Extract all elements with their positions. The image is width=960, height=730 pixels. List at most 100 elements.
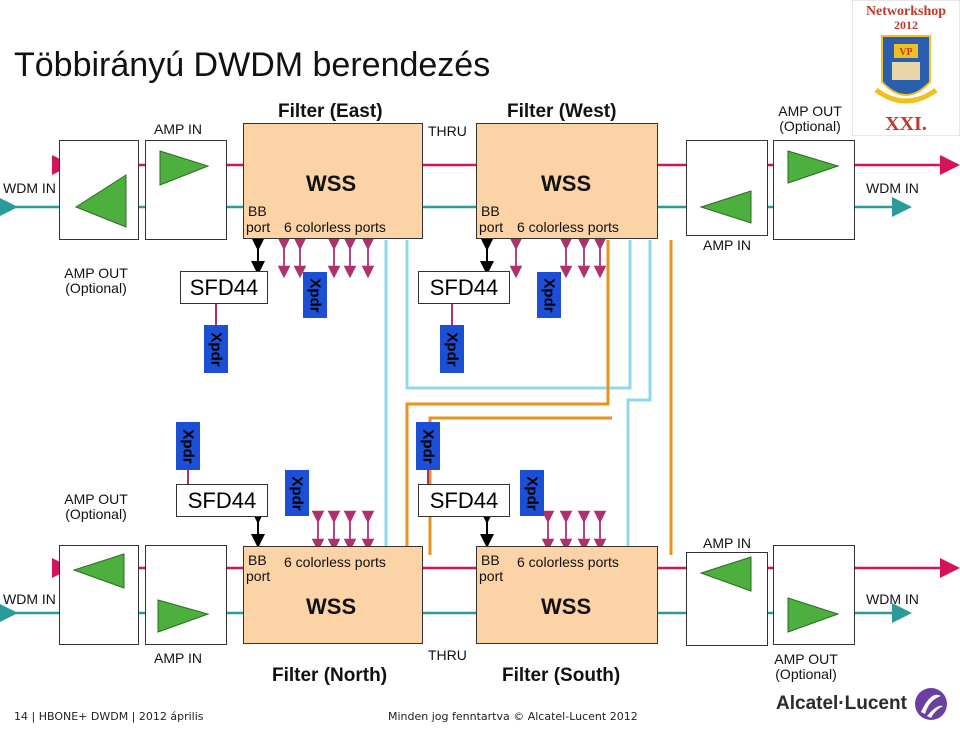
- xpdr-label: Xpdr: [443, 331, 461, 367]
- thru-path-orange-1: [405, 240, 610, 555]
- thru-label: THRU: [428, 123, 467, 139]
- xpdr-transponder: Xpdr: [416, 422, 440, 470]
- xpdr-links: [187, 303, 453, 485]
- filter-north-label: Filter (North): [272, 665, 388, 686]
- amplifier-box: [686, 552, 768, 646]
- bb-label: BB: [248, 203, 267, 219]
- xpdr-transponder: Xpdr: [520, 470, 544, 516]
- alcatel-lucent-logo: Alcatel·Lucent: [776, 686, 949, 722]
- amplifier-icon: [787, 150, 840, 184]
- footer-copyright: Minden jog fenntartva © Alcatel-Lucent 2…: [388, 710, 638, 723]
- amplifier-box: [773, 545, 855, 645]
- amplifier-icon: [699, 190, 752, 224]
- optional-text: (Optional): [775, 665, 837, 682]
- amp-out-text: AMP OUT: [64, 491, 128, 507]
- amplifier-box: [773, 140, 855, 240]
- port-arrows-bottom-north: [311, 510, 375, 552]
- filter-south-label: Filter (South): [502, 665, 621, 686]
- svg-text:XXI.: XXI.: [885, 113, 927, 135]
- port-arrows-top-west: [509, 237, 607, 279]
- page-title: Többirányú DWDM berendezés: [14, 46, 491, 84]
- wss-label: WSS: [306, 171, 357, 196]
- xpdr-label: Xpdr: [288, 475, 306, 511]
- bb-label: BB: [481, 552, 500, 568]
- xpdr-label: Xpdr: [306, 277, 324, 313]
- sfd44-label: SFD44: [187, 487, 257, 513]
- xpdr-transponder: Xpdr: [285, 470, 309, 516]
- amp-out-text: AMP OUT: [778, 103, 842, 119]
- xpdr-label: Xpdr: [540, 277, 558, 313]
- optional-text: (Optional): [779, 117, 841, 134]
- amp-out-text: AMP OUT: [64, 265, 128, 281]
- wss-north: BB port 6 colorless ports WSS: [243, 546, 423, 644]
- sfd44-label: SFD44: [429, 274, 499, 300]
- optional-text: (Optional): [65, 279, 127, 296]
- wss-label: WSS: [541, 171, 592, 196]
- amplifier-icon: [72, 553, 125, 589]
- wss-label: WSS: [306, 594, 357, 619]
- networkshop-logo: Networkshop 2012 VP XXI.: [852, 0, 960, 136]
- amplifier-box: [145, 545, 227, 645]
- xpdr-label: Xpdr: [179, 428, 197, 464]
- amp-out-label: AMP OUT (Optional): [770, 104, 850, 133]
- colorless-ports-label: 6 colorless ports: [284, 554, 386, 570]
- port-label: port: [246, 568, 271, 584]
- sfd44-label: SFD44: [429, 487, 499, 513]
- port-label: port: [479, 219, 504, 235]
- port-label: port: [479, 568, 504, 584]
- amp-out-text: AMP OUT: [774, 651, 838, 667]
- amp-out-label: AMP OUT (Optional): [766, 652, 846, 681]
- amplifier-icon: [157, 599, 210, 633]
- wss-label: WSS: [541, 594, 592, 619]
- amp-in-label: AMP IN: [703, 237, 751, 253]
- amp-out-label: AMP OUT (Optional): [56, 492, 136, 521]
- xpdr-label: Xpdr: [207, 331, 225, 367]
- svg-text:Networkshop: Networkshop: [866, 4, 946, 19]
- svg-text:VP: VP: [899, 47, 912, 58]
- alcatel-lucent-swirl-icon: [914, 688, 947, 720]
- optional-text: (Optional): [65, 505, 127, 522]
- amplifier-icon: [159, 150, 210, 186]
- xpdr-transponder: Xpdr: [440, 325, 464, 373]
- amp-in-label: AMP IN: [154, 650, 202, 666]
- wdm-in-label: WDM IN: [866, 591, 919, 607]
- wdm-in-label: WDM IN: [3, 180, 56, 196]
- brand-name: Alcatel·Lucent: [776, 693, 907, 714]
- sfd44-south: SFD44: [418, 484, 510, 517]
- filter-west-label: Filter (West): [507, 101, 617, 122]
- sfd44-east: SFD44: [180, 271, 268, 304]
- bb-label: BB: [481, 203, 500, 219]
- port-label: port: [246, 219, 271, 235]
- xpdr-transponder: Xpdr: [303, 272, 327, 318]
- amplifier-icon: [699, 556, 752, 592]
- amplifier-box: [59, 140, 139, 240]
- xpdr-transponder: Xpdr: [537, 272, 561, 318]
- filter-east-label: Filter (East): [278, 101, 383, 122]
- xpdr-label: Xpdr: [419, 428, 437, 464]
- xpdr-transponder: Xpdr: [204, 325, 228, 373]
- amp-in-label: AMP IN: [703, 535, 751, 551]
- amp-out-label: AMP OUT (Optional): [56, 266, 136, 295]
- wss-east: WSS BB port 6 colorless ports: [243, 123, 423, 239]
- thru-path-cyan-3: [626, 240, 652, 555]
- bb-label: BB: [248, 552, 267, 568]
- thru-path-cyan-2: [405, 240, 632, 390]
- amplifier-box: [145, 140, 227, 240]
- amplifier-icon: [74, 174, 127, 228]
- xpdr-transponder: Xpdr: [176, 422, 200, 470]
- wss-west: WSS BB port 6 colorless ports: [476, 123, 658, 239]
- footer-left: 14 | HBONE+ DWDM | 2012 április: [14, 710, 204, 723]
- colorless-ports-label: 6 colorless ports: [284, 219, 386, 235]
- sfd44-label: SFD44: [189, 274, 259, 300]
- amplifier-box: [59, 545, 139, 645]
- xpdr-label: Xpdr: [523, 475, 541, 511]
- port-arrows-top-east: [277, 237, 375, 279]
- amplifier-icon: [787, 597, 840, 633]
- svg-text:2012: 2012: [894, 18, 918, 32]
- colorless-ports-label: 6 colorless ports: [517, 554, 619, 570]
- wdm-in-label: WDM IN: [3, 591, 56, 607]
- thru-label: THRU: [428, 647, 467, 663]
- wdm-in-label: WDM IN: [866, 180, 919, 196]
- port-arrows-bottom-south: [541, 510, 607, 552]
- sfd44-west: SFD44: [418, 271, 510, 304]
